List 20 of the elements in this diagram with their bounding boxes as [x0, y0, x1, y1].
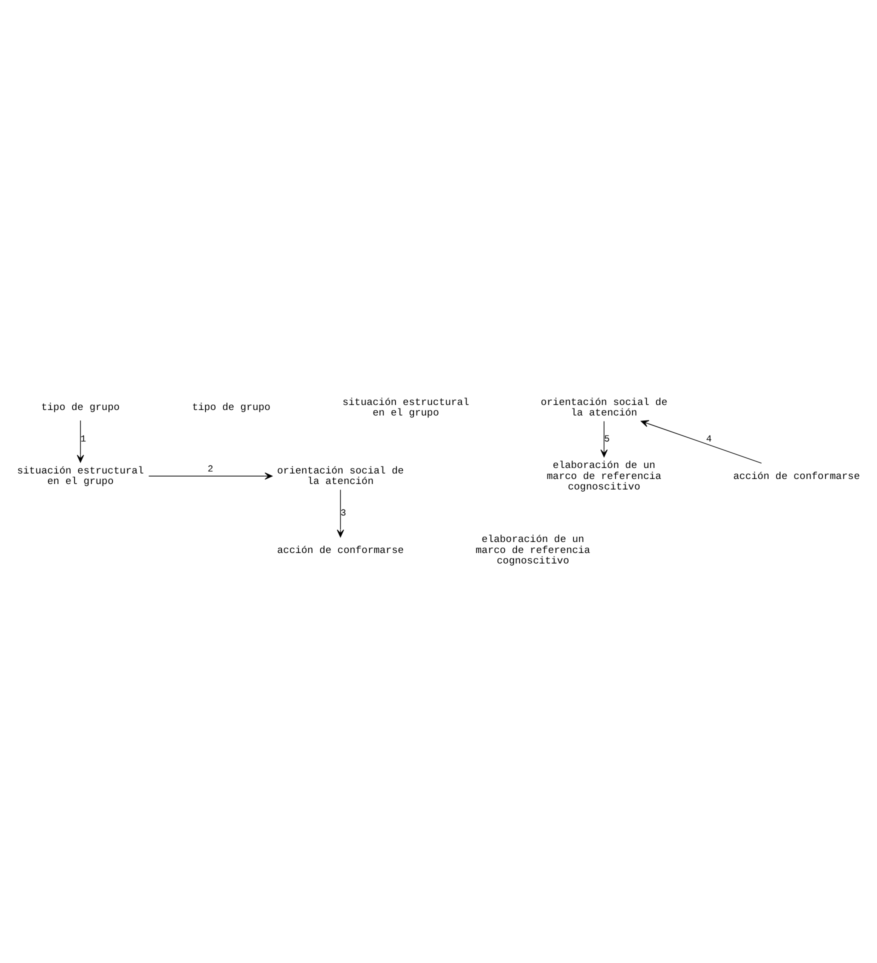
node-text: acción de conformarse — [277, 546, 404, 557]
arrow — [148, 472, 272, 480]
node-text: orientación social de la atención — [540, 398, 668, 420]
edge-label: 2 — [208, 463, 214, 474]
edge-label: 1 — [80, 434, 86, 445]
edge-label: 3 — [340, 508, 346, 519]
node-text: elaboración de un marco de referencia cognoscitivo — [546, 460, 662, 494]
node-text: orientación social de la atención — [277, 466, 404, 488]
node-text: acción de conformarse — [733, 472, 860, 483]
node-text: tipo de grupo — [192, 403, 270, 414]
edge-label: 4 — [706, 434, 712, 445]
arrow — [600, 420, 608, 458]
arrow — [640, 420, 762, 464]
arrow — [76, 420, 84, 463]
arrow — [336, 489, 344, 538]
edge-label: 5 — [604, 434, 610, 445]
node-text: situación estructural en el grupo — [342, 398, 470, 420]
node-text: situación estructural en el grupo — [17, 466, 144, 488]
node-text: tipo de grupo — [41, 403, 120, 414]
node-text: elaboración de un marco de referencia cognoscitivo — [476, 534, 590, 568]
